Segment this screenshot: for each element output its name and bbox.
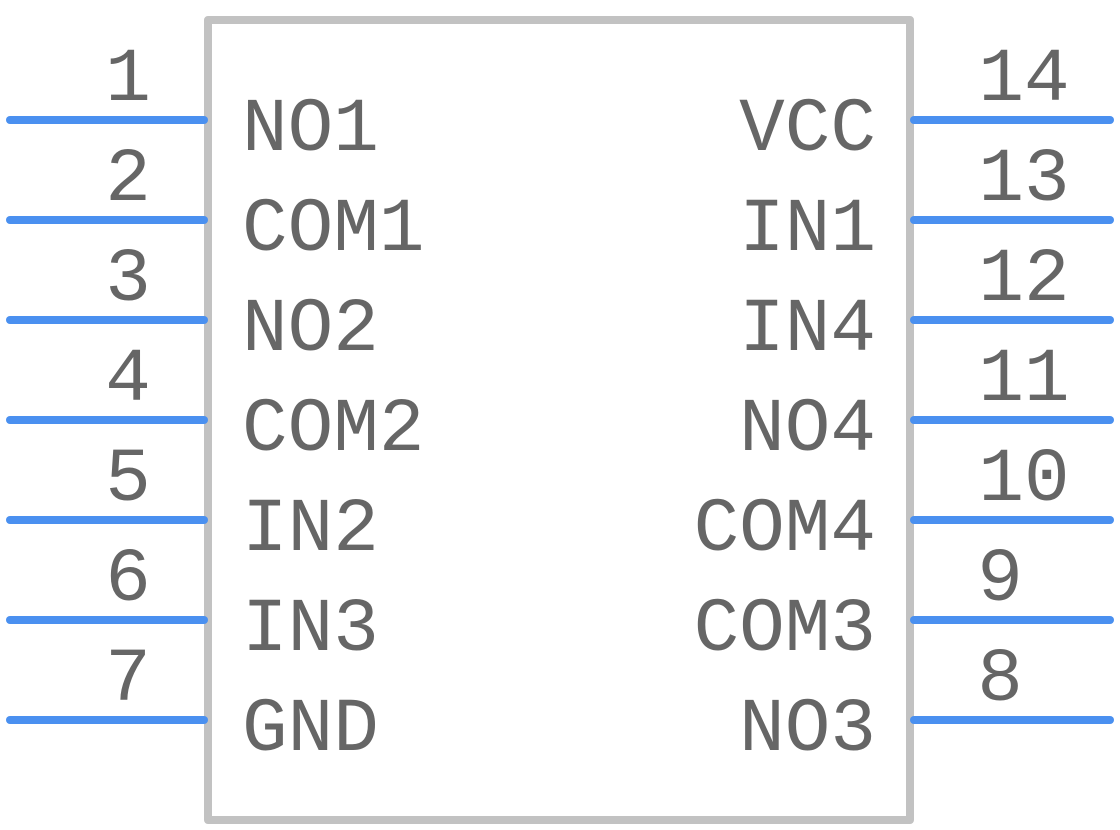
- pin-label: IN1: [739, 187, 876, 273]
- right-pin: 12 IN4: [739, 237, 1114, 373]
- left-pin: 5 IN2: [6, 437, 379, 573]
- pin-label: COM2: [242, 387, 424, 473]
- pin-label: NO3: [739, 687, 876, 773]
- left-pin: 7 GND: [6, 637, 379, 773]
- pin-label: NO2: [242, 287, 379, 373]
- pin-label: COM4: [694, 487, 876, 573]
- left-pin: 1 NO1: [6, 37, 379, 173]
- pin-label: IN4: [739, 287, 876, 373]
- pin-number: 4: [105, 337, 151, 423]
- pin-label: COM1: [242, 187, 424, 273]
- pin-number: 6: [105, 537, 151, 623]
- pin-number: 13: [978, 137, 1069, 223]
- pin-label: COM3: [694, 587, 876, 673]
- pin-label: NO4: [739, 387, 876, 473]
- pin-number: 11: [978, 337, 1069, 423]
- pin-number: 9: [977, 537, 1023, 623]
- pin-number: 14: [978, 37, 1069, 123]
- right-pin: 11 NO4: [739, 337, 1114, 473]
- right-pin: 13 IN1: [739, 137, 1114, 273]
- pin-number: 5: [105, 437, 151, 523]
- pin-number: 2: [105, 137, 151, 223]
- pin-number: 3: [105, 237, 151, 323]
- left-pin: 3 NO2: [6, 237, 379, 373]
- left-pin: 6 IN3: [6, 537, 379, 673]
- left-pin: 2 COM1: [6, 137, 424, 273]
- pin-number: 10: [978, 437, 1069, 523]
- right-pin: 8 NO3: [739, 637, 1114, 773]
- pin-number: 12: [978, 237, 1069, 323]
- pin-label: NO1: [242, 87, 379, 173]
- right-pin: 9 COM3: [694, 537, 1114, 673]
- pin-label: IN3: [242, 587, 379, 673]
- pin-label: IN2: [242, 487, 379, 573]
- right-pin: 10 COM4: [694, 437, 1114, 573]
- pin-label: GND: [242, 687, 379, 773]
- pin-number: 1: [105, 37, 151, 123]
- left-pin: 4 COM2: [6, 337, 424, 473]
- right-pin: 14 VCC: [739, 37, 1114, 173]
- pin-number: 8: [977, 637, 1023, 723]
- pin-number: 7: [105, 637, 151, 723]
- pin-label: VCC: [739, 87, 876, 173]
